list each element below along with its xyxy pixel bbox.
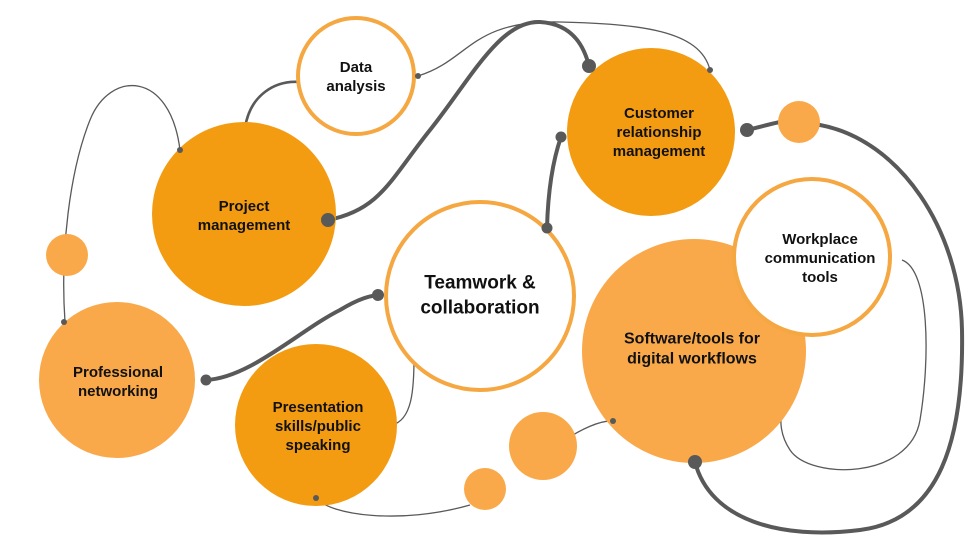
node-label-presentation-skills: Presentation skills/public speaking <box>272 399 364 455</box>
decorative-circle-right <box>778 101 820 143</box>
node-label-professional-networking: Professional networking <box>72 363 164 400</box>
connector-teamwork-to-presentation <box>391 357 415 426</box>
decorative-circle-bottom-mid <box>509 412 577 480</box>
dot-software-bottom <box>688 455 702 469</box>
dot-teamwork-left <box>372 289 384 301</box>
dot-teamwork-top-right <box>541 222 553 234</box>
dot-crm-right <box>740 123 754 137</box>
circle-workplace-communication <box>732 177 892 337</box>
connector-crm-to-teamwork <box>545 135 563 230</box>
dot-data-right <box>415 73 421 79</box>
decorative-circle-bottom-small <box>464 468 506 510</box>
node-label-data-analysis: Data analysis <box>326 58 386 95</box>
circle-data-analysis <box>296 16 416 136</box>
node-label-crm: Customer relationship management <box>612 105 706 161</box>
connector-project-to-crm <box>326 19 591 222</box>
dot-presentation-bottom <box>313 495 319 501</box>
decorative-circle-left <box>46 234 88 276</box>
circle-teamwork <box>384 200 576 392</box>
dot-crm-upper <box>707 67 713 73</box>
connector-project-to-data <box>243 80 301 129</box>
node-label-teamwork: Teamwork & collaboration <box>420 272 540 318</box>
node-label-workplace-communication: Workplace communication tools <box>764 231 876 287</box>
dot-crm-left <box>555 131 567 143</box>
dot-software-left <box>610 418 616 424</box>
connector-workplace-to-software <box>780 259 927 471</box>
dot-project-right <box>321 213 335 227</box>
node-label-software-tools: Software/tools for digital workflows <box>623 330 761 368</box>
circle-professional-networking <box>39 302 195 458</box>
node-label-project-management: Project management <box>197 197 291 234</box>
dot-crm-top <box>582 59 596 73</box>
circle-presentation-skills <box>235 344 397 506</box>
connector-outer-loop <box>693 123 965 535</box>
connector-data-to-crm <box>417 21 711 77</box>
dot-networking-top <box>61 319 67 325</box>
dot-project-top <box>177 147 183 153</box>
circle-crm <box>567 48 735 216</box>
dot-networking-right <box>200 374 212 386</box>
connector-networking-to-teamwork <box>204 293 380 382</box>
circle-project-management <box>152 122 336 306</box>
